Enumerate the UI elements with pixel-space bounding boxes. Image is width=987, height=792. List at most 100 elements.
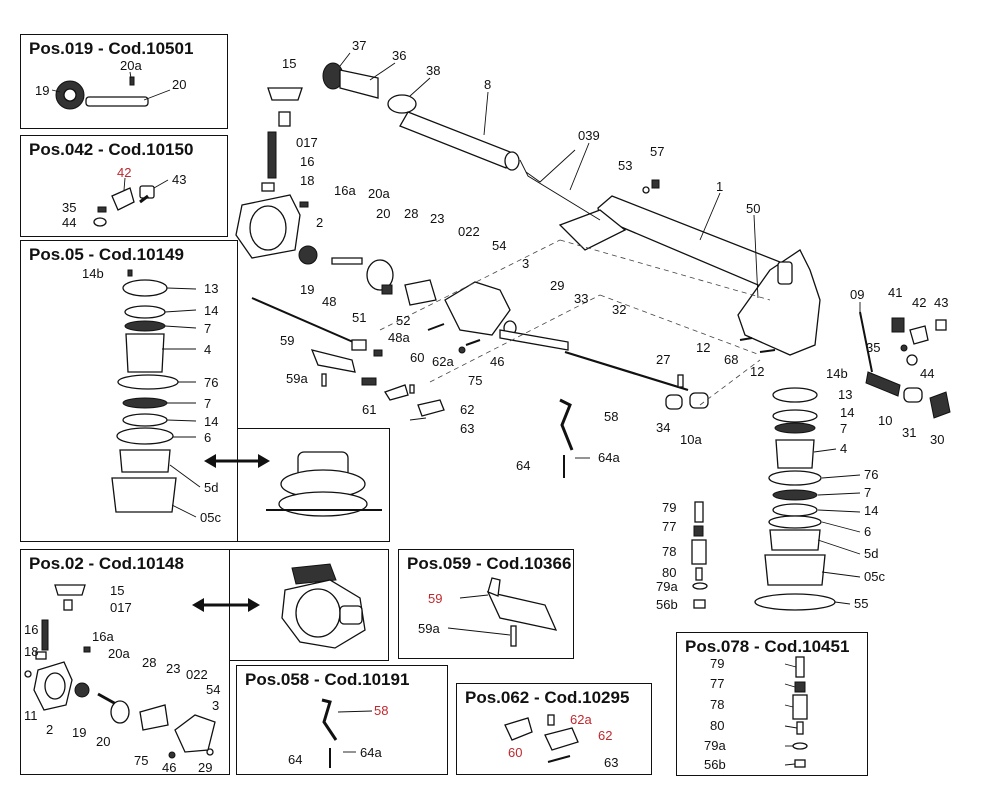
part-label: 30 bbox=[930, 432, 944, 447]
part-label: 62 bbox=[598, 728, 612, 743]
part-label: 59 bbox=[280, 333, 294, 348]
leader-lines bbox=[51, 52, 861, 766]
part-label: 79a bbox=[704, 738, 726, 753]
part-label: 55 bbox=[854, 596, 868, 611]
part-label: 57 bbox=[650, 144, 664, 159]
main-parts bbox=[235, 62, 951, 611]
part-label: 28 bbox=[404, 206, 418, 221]
part-label: 80 bbox=[710, 718, 724, 733]
part-label: 62a bbox=[432, 354, 454, 369]
part-label: 5d bbox=[864, 546, 878, 561]
pos062-parts bbox=[504, 714, 579, 763]
double-arrow-05 bbox=[204, 454, 270, 468]
part-label: 38 bbox=[426, 63, 440, 78]
part-label: 10a bbox=[680, 432, 702, 447]
part-label: 28 bbox=[142, 655, 156, 670]
part-label: 6 bbox=[864, 524, 871, 539]
part-label: 12 bbox=[750, 364, 764, 379]
part-label: 62 bbox=[460, 402, 474, 417]
part-label: 20a bbox=[368, 186, 390, 201]
box-title-pos02: Pos.02 - Cod.10148 bbox=[29, 554, 184, 573]
part-label: 13 bbox=[838, 387, 852, 402]
box-title-pos042: Pos.042 - Cod.10150 bbox=[29, 140, 194, 159]
part-label: 48a bbox=[388, 330, 410, 345]
part-label: 14b bbox=[826, 366, 848, 381]
labels-pos058: 58 64 64a bbox=[288, 703, 388, 767]
labels-pos059: 59 59a bbox=[418, 591, 442, 636]
part-label: 61 bbox=[362, 402, 376, 417]
pos078-parts bbox=[792, 656, 808, 768]
part-label: 12 bbox=[696, 340, 710, 355]
pos02-detail-view bbox=[281, 563, 366, 649]
part-label: 27 bbox=[656, 352, 670, 367]
part-label: 7 bbox=[840, 421, 847, 436]
box-pos059: Pos.059 - Cod.10366 bbox=[398, 549, 574, 659]
part-label: 36 bbox=[392, 48, 406, 63]
part-label: 77 bbox=[662, 519, 676, 534]
labels-pos042: 42 43 35 44 bbox=[62, 165, 186, 230]
box-pos019: Pos.019 - Cod.10501 bbox=[20, 34, 228, 129]
part-label: 23 bbox=[166, 661, 180, 676]
labels-main: 37 36 38 8 15 017 16 18 16a 2 19 20a 20 … bbox=[280, 38, 948, 612]
part-label: 51 bbox=[352, 310, 366, 325]
part-label: 42 bbox=[117, 165, 131, 180]
part-label: 63 bbox=[460, 421, 474, 436]
part-label: 64 bbox=[288, 752, 302, 767]
part-label: 09 bbox=[850, 287, 864, 302]
part-label: 56b bbox=[704, 757, 726, 772]
part-label: 63 bbox=[604, 755, 618, 770]
part-label: 05c bbox=[864, 569, 885, 584]
part-label: 34 bbox=[656, 420, 670, 435]
part-label: 017 bbox=[110, 600, 132, 615]
box-title-pos05: Pos.05 - Cod.10149 bbox=[29, 245, 184, 264]
pos042-parts bbox=[93, 185, 155, 227]
part-label: 2 bbox=[316, 215, 323, 230]
box-pos058: Pos.058 - Cod.10191 bbox=[236, 665, 448, 775]
part-label: 64 bbox=[516, 458, 530, 473]
part-label: 18 bbox=[24, 644, 38, 659]
part-label: 50 bbox=[746, 201, 760, 216]
part-label: 7 bbox=[204, 396, 211, 411]
part-label: 4 bbox=[840, 441, 847, 456]
part-label: 37 bbox=[352, 38, 366, 53]
part-label: 1 bbox=[716, 179, 723, 194]
part-label: 14 bbox=[204, 303, 218, 318]
part-label: 32 bbox=[612, 302, 626, 317]
part-label: 23 bbox=[430, 211, 444, 226]
part-label: 20a bbox=[120, 58, 142, 73]
part-label: 62a bbox=[570, 712, 592, 727]
part-label: 20 bbox=[172, 77, 186, 92]
part-label: 75 bbox=[468, 373, 482, 388]
part-label: 35 bbox=[62, 200, 76, 215]
labels-pos019: 19 20a 20 bbox=[35, 58, 186, 98]
part-label: 017 bbox=[296, 135, 318, 150]
part-label: 022 bbox=[458, 224, 480, 239]
box-title-pos078: Pos.078 - Cod.10451 bbox=[685, 637, 850, 656]
part-label: 19 bbox=[72, 725, 86, 740]
part-label: 56b bbox=[656, 597, 678, 612]
part-label: 2 bbox=[46, 722, 53, 737]
part-label: 80 bbox=[662, 565, 676, 580]
pos05-stack bbox=[111, 269, 179, 513]
part-label: 64a bbox=[360, 745, 382, 760]
part-label: 16 bbox=[24, 622, 38, 637]
box-title-pos058: Pos.058 - Cod.10191 bbox=[245, 670, 410, 689]
part-label: 78 bbox=[710, 697, 724, 712]
part-label: 76 bbox=[864, 467, 878, 482]
box-title-pos062: Pos.062 - Cod.10295 bbox=[465, 688, 630, 707]
part-label: 42 bbox=[912, 295, 926, 310]
part-label: 43 bbox=[172, 172, 186, 187]
part-label: 4 bbox=[204, 342, 211, 357]
part-label: 54 bbox=[206, 682, 220, 697]
part-label: 53 bbox=[618, 158, 632, 173]
part-label: 59a bbox=[286, 371, 308, 386]
part-label: 14 bbox=[840, 405, 854, 420]
part-label: 79 bbox=[662, 500, 676, 515]
part-label: 52 bbox=[396, 313, 410, 328]
part-label: 60 bbox=[410, 350, 424, 365]
part-label: 19 bbox=[300, 282, 314, 297]
part-label: 18 bbox=[300, 173, 314, 188]
part-label: 76 bbox=[204, 375, 218, 390]
part-label: 78 bbox=[662, 544, 676, 559]
